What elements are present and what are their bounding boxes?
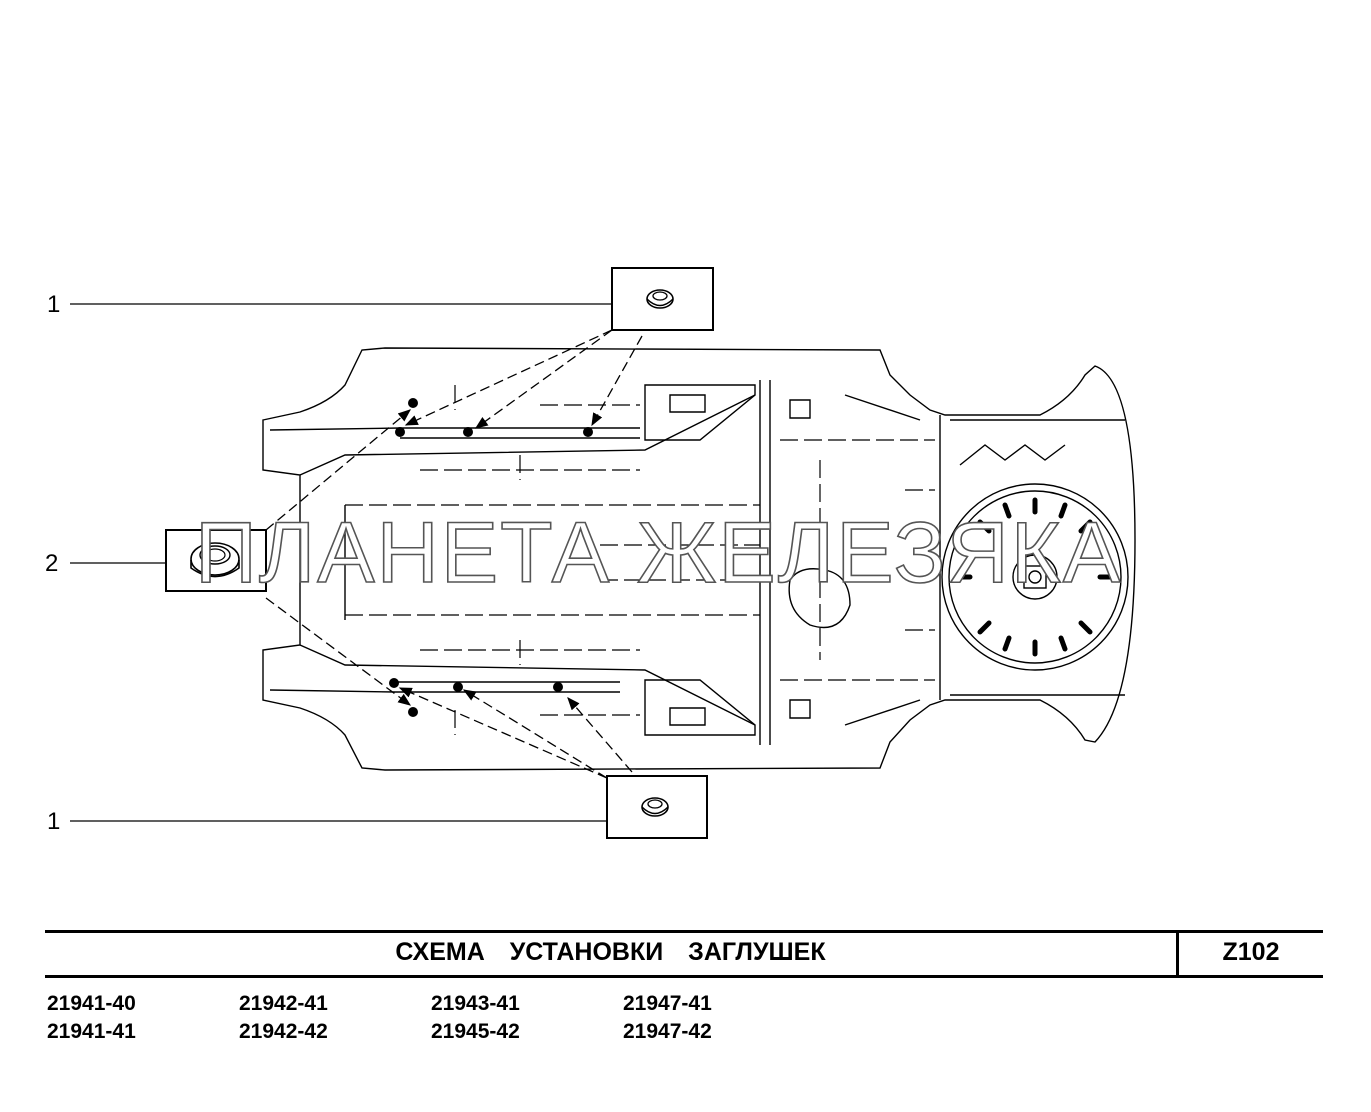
diagram-code: Z102	[1222, 938, 1280, 966]
leader-arrows	[265, 329, 643, 779]
watermark: ПЛАНЕТА ЖЕЛЕЗЯКА	[194, 505, 1123, 601]
callout-label-top: 1	[47, 291, 61, 318]
model-code: 21947-41	[623, 992, 712, 1015]
model-code: 21945-42	[431, 1020, 520, 1043]
callout-leaders	[70, 303, 612, 822]
plug-detail-box-bottom	[606, 775, 708, 839]
title-divider	[1176, 933, 1179, 975]
model-code: 21941-41	[47, 1020, 136, 1043]
plug-location-dots	[389, 398, 593, 717]
model-row: 21941-41 21942-42 21945-42 21947-42	[47, 1018, 847, 1046]
model-code: 21942-42	[239, 1020, 328, 1043]
callout-label-middle: 2	[45, 550, 59, 577]
model-code: 21941-40	[47, 992, 136, 1015]
underbody-seams	[345, 385, 935, 735]
model-code: 21942-41	[239, 992, 328, 1015]
underbody-diagram	[70, 267, 1136, 839]
callout-label-bottom: 1	[47, 808, 61, 835]
plug-detail-box-top	[611, 267, 714, 331]
title-block: СХЕМА УСТАНОВКИ ЗАГЛУШЕК Z102	[45, 930, 1323, 978]
plug-detail-box-middle	[165, 529, 267, 592]
model-list: 21941-40 21942-41 21943-41 21947-41 2194…	[47, 990, 847, 1046]
underbody-outline	[262, 347, 1136, 771]
diagram-title: СХЕМА УСТАНОВКИ ЗАГЛУШЕК	[395, 938, 826, 966]
model-row: 21941-40 21942-41 21943-41 21947-41	[47, 990, 847, 1018]
spare-wheel-well	[941, 483, 1129, 671]
model-code: 21943-41	[431, 992, 520, 1015]
model-code: 21947-42	[623, 1020, 712, 1043]
